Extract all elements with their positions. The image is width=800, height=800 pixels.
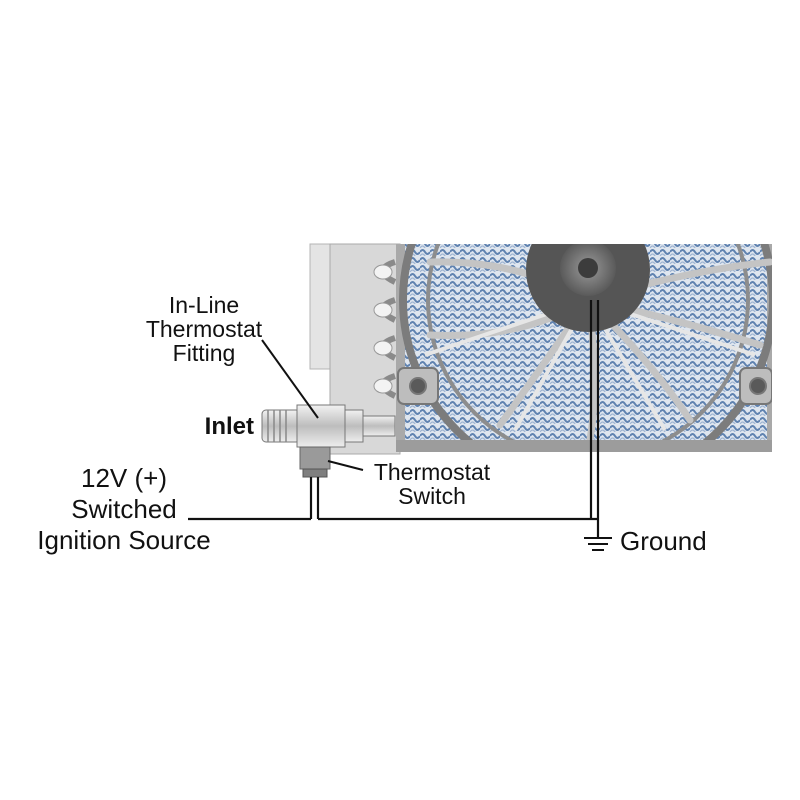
mount-tabs (397, 367, 772, 405)
power-label-line1: 12V (+) (81, 463, 167, 493)
power-label-line3: Ignition Source (37, 525, 210, 555)
ground-icon (584, 537, 612, 551)
labels: In-Line Thermostat Fitting Inlet Thermos… (37, 292, 706, 556)
inlet-hose-barb (362, 415, 396, 437)
fan-shroud-ring (399, 244, 772, 452)
fitting-label-line3: Fitting (173, 340, 236, 366)
fitting-label-line2: Thermostat (146, 316, 263, 342)
fitting-leader (261, 339, 319, 419)
wiring (188, 300, 600, 538)
fitting-tee-body (296, 404, 346, 448)
power-label-line2: Switched (71, 494, 177, 524)
ground-label: Ground (620, 526, 707, 556)
switch-label-line2: Switch (398, 483, 466, 509)
fitting-label-line1: In-Line (169, 292, 239, 318)
leader-lines (261, 339, 364, 471)
electric-fan (396, 244, 772, 452)
thermostat-switch-body (299, 446, 331, 470)
inline-thermostat-fitting (261, 404, 396, 478)
switch-leader (327, 460, 364, 471)
inlet-label: Inlet (205, 413, 254, 440)
switch-label-line1: Thermostat (374, 459, 491, 485)
